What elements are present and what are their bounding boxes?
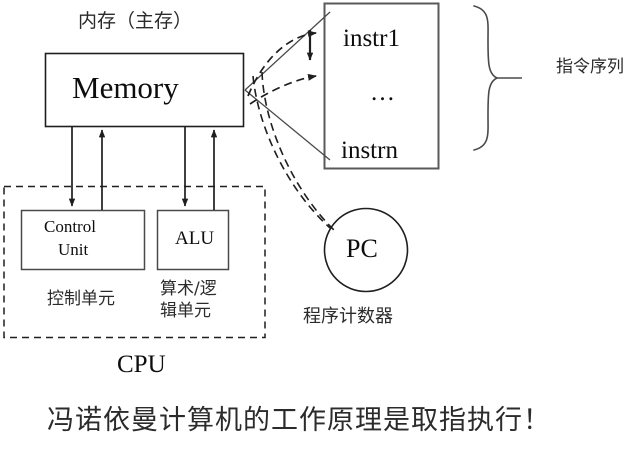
control-unit-label-line2: Unit	[58, 240, 89, 259]
instruction-ellipsis-label: …	[370, 79, 397, 106]
program-counter-label: PC	[346, 234, 378, 263]
pc-link-curve-a	[252, 75, 331, 229]
fan-line-upper	[244, 11, 331, 91]
fan-line-lower	[244, 89, 331, 161]
cpu-boundary-box	[3, 185, 266, 339]
alu-caption-line1: 算术/逻	[160, 279, 217, 299]
pc-link-curve-b	[261, 71, 337, 233]
alu-label: ALU	[175, 228, 215, 249]
diagram-footer-caption: 冯诺依曼计算机的工作原理是取指执行！	[47, 405, 551, 436]
program-counter-caption: 程序计数器	[303, 306, 393, 327]
instruction-first-label: instr1	[343, 25, 400, 52]
control-unit-label-line1: Control	[44, 217, 96, 236]
cpu-caption: CPU	[117, 351, 166, 378]
fetch-curve-instr1	[247, 30, 317, 97]
memory-caption: 内存（主存）	[78, 10, 193, 32]
instruction-sequence-brace	[473, 5, 498, 151]
instruction-sequence-caption: 指令序列	[556, 57, 624, 77]
control-unit-caption: 控制单元	[47, 289, 115, 309]
instruction-last-label: instrn	[341, 137, 398, 164]
alu-caption-line2: 辑单元	[160, 301, 211, 321]
fetch-curve-instrn	[249, 73, 317, 105]
memory-box-label: Memory	[72, 70, 179, 105]
